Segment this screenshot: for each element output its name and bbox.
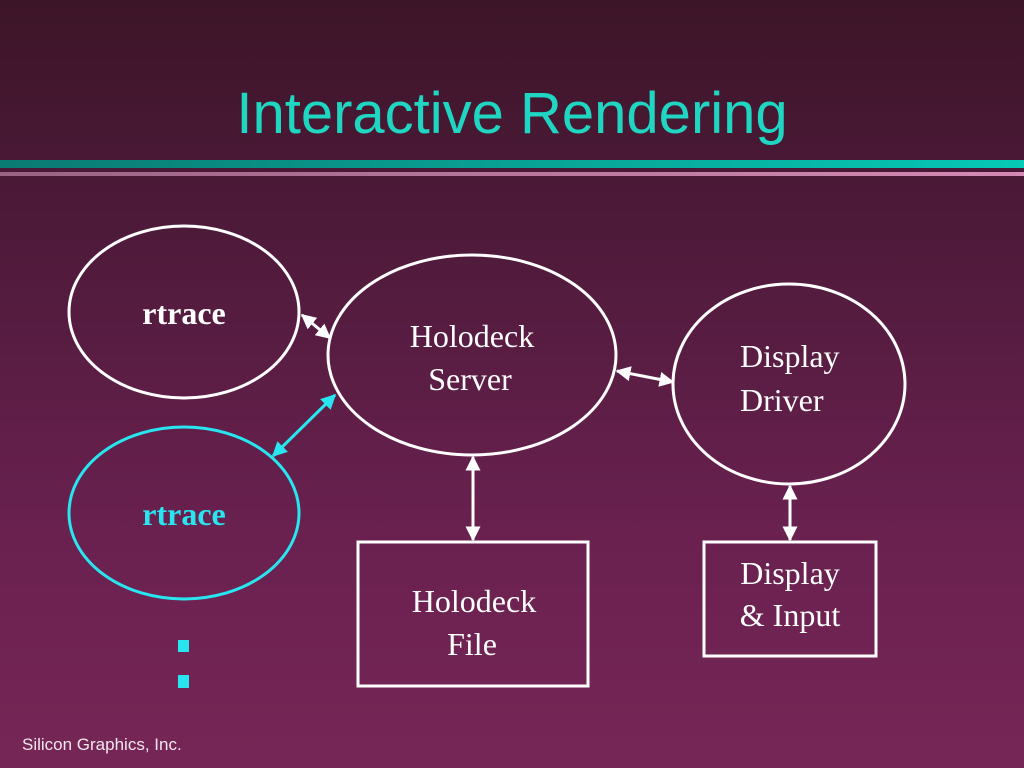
node-holodeck-server-label-line2: Server xyxy=(428,361,512,397)
node-rtrace-2-label: rtrace xyxy=(142,496,225,532)
node-rtrace-2: rtrace xyxy=(67,425,301,601)
node-display-driver-label-line2: Driver xyxy=(740,382,824,418)
node-display-input: Display & Input xyxy=(702,540,878,658)
node-rtrace-2-shape xyxy=(67,425,301,601)
ellipsis-dot xyxy=(178,675,189,688)
node-holodeck-server-shape xyxy=(326,253,618,457)
node-holodeck-file-label-line1: Holodeck xyxy=(412,583,536,619)
node-holodeck-file: Holodeck File xyxy=(356,540,590,688)
node-rtrace-1-label: rtrace xyxy=(142,295,225,331)
title-rule-pink xyxy=(0,172,1024,176)
edge-rtrace1-server xyxy=(300,313,332,340)
node-holodeck-file-label-line2: File xyxy=(447,626,497,662)
node-holodeck-file-shape xyxy=(356,540,590,688)
node-display-driver: Display Driver xyxy=(671,282,907,486)
node-display-input-label-line1: Display xyxy=(740,555,840,591)
edge-server-driver xyxy=(615,366,675,387)
node-rtrace-1: rtrace xyxy=(67,224,301,400)
node-display-driver-label-line1: Display xyxy=(740,338,840,374)
ellipsis-vertical-dots xyxy=(178,640,189,688)
slide-title: Interactive Rendering xyxy=(236,81,788,146)
node-holodeck-server: Holodeck Server xyxy=(326,253,618,457)
node-display-input-label-line2: & Input xyxy=(740,597,841,633)
node-display-input-shape xyxy=(702,540,878,658)
node-holodeck-server-label-line1: Holodeck xyxy=(410,318,534,354)
ellipsis-dot xyxy=(178,640,189,652)
title-rule-teal xyxy=(0,160,1024,168)
node-rtrace-1-shape xyxy=(67,224,301,400)
edge-rtrace2-server xyxy=(271,393,337,458)
footer-company: Silicon Graphics, Inc. xyxy=(22,735,182,754)
